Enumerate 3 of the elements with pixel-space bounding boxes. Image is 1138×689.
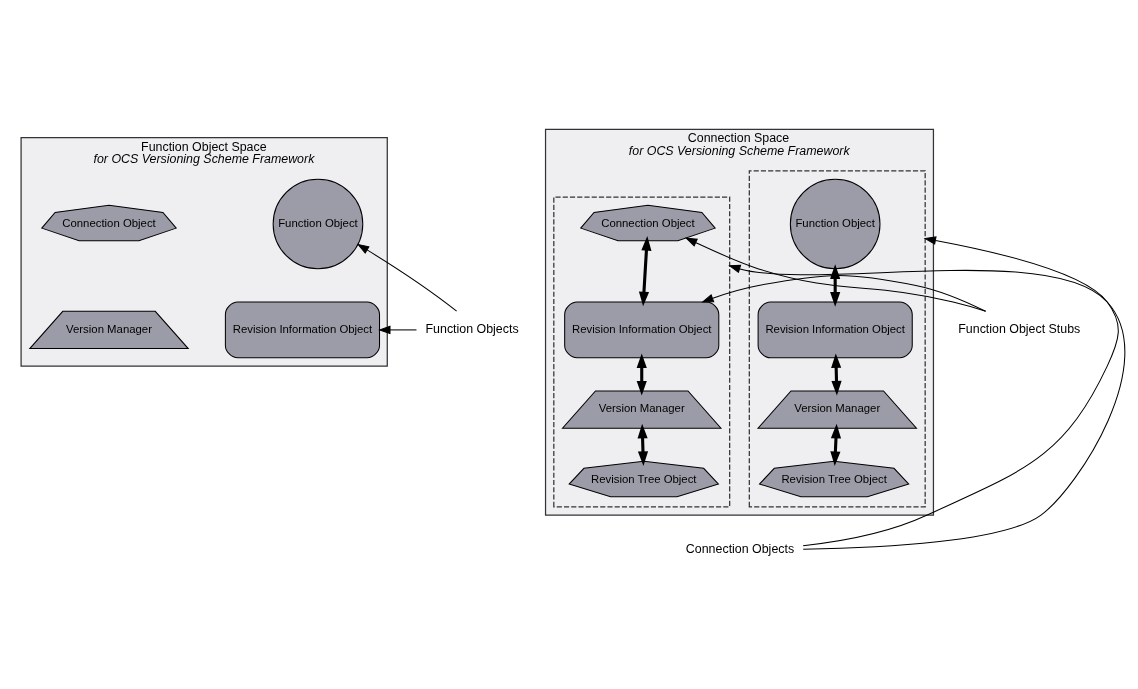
node-text: Function Object Stubs <box>958 321 1081 336</box>
node-text: Connection Objects <box>685 541 795 556</box>
node-text: Function Objects <box>425 321 519 336</box>
